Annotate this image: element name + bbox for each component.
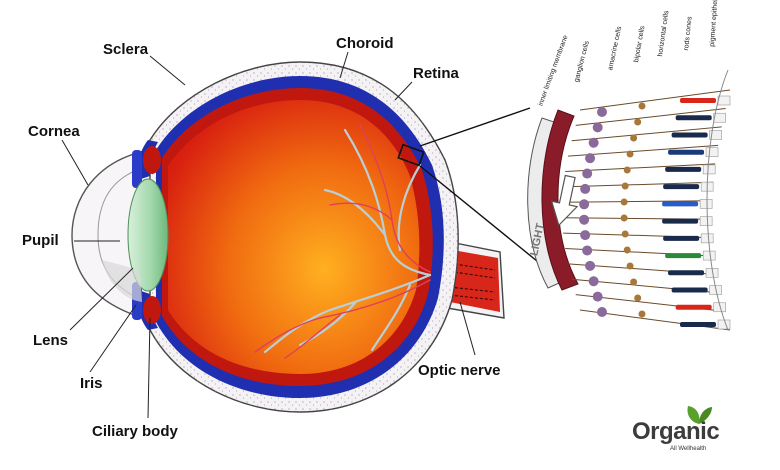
retinal-cell-column [568,260,719,278]
retinal-cell-column [565,245,716,261]
retinal-cell-column [575,291,726,313]
label-optic-nerve: Optic nerve [418,362,501,379]
optic-nerve-fibers [439,261,496,301]
label-iris: Iris [80,375,103,392]
retinal-cell-column [571,276,722,295]
light-arrow [550,174,579,227]
label-lens: Lens [33,332,69,349]
retinal-cell-column [565,163,716,179]
leaf-icon [687,406,712,424]
retinal-arteries [254,124,431,359]
ciliary-body [143,146,161,324]
label-sclera: Sclera [103,41,149,58]
label-pupil: Pupil [22,232,59,249]
retinal-cell-column [575,107,726,133]
label-choroid: Choroid [336,35,394,52]
retinal-cell-column [568,144,719,164]
lens [127,178,169,292]
brand-name: Organic [632,418,720,445]
retina-sample-box [397,143,425,167]
label-cornea: Cornea [28,123,80,140]
brand-logo: Organic All Wellhealth [632,406,742,452]
retinal-cell-column [563,230,714,244]
retinal-cell-column [563,181,714,194]
zoom-lines [419,107,549,271]
vitreous-body [168,100,420,374]
retinal-cell-column [562,198,713,210]
retinal-cell-columns [562,89,731,331]
retina-cross-section [527,69,731,331]
retinal-cell-column [579,307,731,331]
retinal-cell-column [571,126,722,148]
retinal-cell-column [562,214,713,226]
leader-lines [61,51,476,419]
brand-tagline: All Wellhealth [670,446,707,452]
retinal-cell-column [579,89,731,117]
label-retina: Retina [413,65,459,82]
label-ciliary-body: Ciliary body [92,423,178,440]
anterior-chamber [102,260,142,302]
